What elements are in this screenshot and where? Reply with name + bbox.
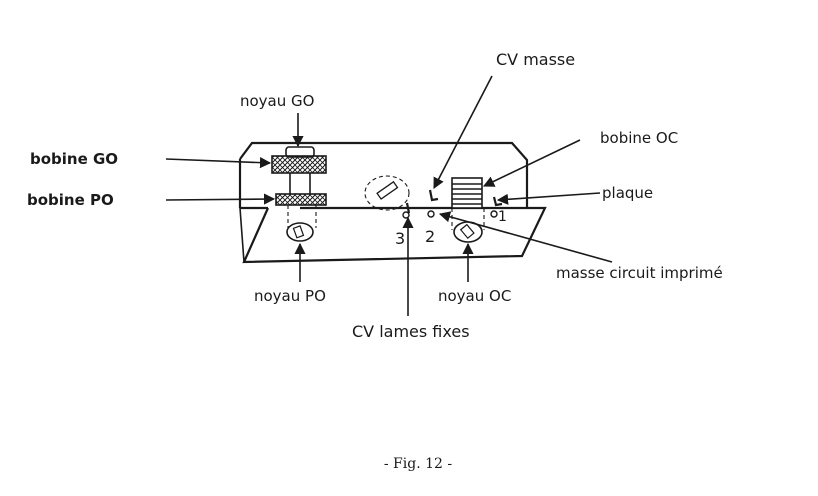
arrow-cv-masse	[433, 75, 493, 189]
labels: noyau GO bobine GO bobine PO noyau PO CV…	[27, 50, 723, 341]
label-noyau-po: noyau PO	[254, 287, 326, 305]
cv-shaft	[376, 180, 399, 200]
label-masse-circuit-imprime: masse circuit imprimé	[556, 264, 723, 282]
figure-caption: - Fig. 12 -	[384, 456, 452, 472]
bobine-po-winding	[275, 193, 327, 206]
arrow-bobine-po	[165, 193, 276, 205]
cv-outline	[364, 175, 410, 211]
bobine-go-winding	[271, 155, 327, 174]
label-bobine-go: bobine GO	[30, 150, 118, 168]
label-bobine-oc: bobine OC	[600, 129, 678, 147]
bobine-go-coil	[271, 146, 327, 194]
label-pin-3: 3	[395, 229, 405, 248]
label-cv-lames-fixes: CV lames fixes	[352, 322, 470, 341]
label-noyau-oc: noyau OC	[438, 287, 511, 305]
label-plaque: plaque	[602, 184, 653, 202]
pin-3-lug	[405, 202, 411, 214]
pin-1-lug	[492, 196, 503, 207]
arrow-masse-circuit	[438, 211, 613, 263]
label-cv-masse: CV masse	[496, 50, 575, 69]
arrow-bobine-go	[165, 157, 272, 169]
leader-lines	[165, 75, 613, 316]
label-bobine-po: bobine PO	[27, 191, 114, 209]
arrow-plaque	[496, 192, 601, 205]
label-noyau-go: noyau GO	[240, 92, 314, 110]
pin-2-lug	[428, 189, 439, 202]
bobine-oc-coil	[451, 177, 485, 243]
label-pin-1: 1	[498, 209, 507, 225]
cv-capacitor	[364, 175, 410, 211]
label-pin-2: 2	[425, 227, 435, 246]
bobine-oc-winding	[451, 177, 483, 209]
base-left-edge	[239, 207, 245, 263]
bobine-po-coil	[275, 193, 327, 242]
arrow-bobine-oc	[482, 139, 581, 187]
